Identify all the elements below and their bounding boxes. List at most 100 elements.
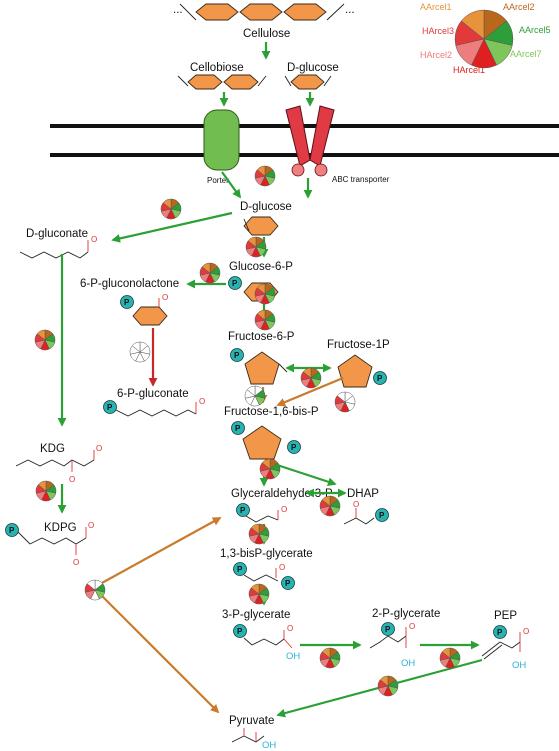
label-cellobiose: Cellobiose <box>190 62 244 74</box>
enzyme-pie-icon <box>84 579 106 601</box>
legend-label-harcel3: HArcel3 <box>422 26 454 36</box>
legend-label-aarcel7: AArcel7 <box>510 49 542 59</box>
3pg-structure: O OH <box>243 624 300 662</box>
dhap-structure: O <box>343 500 375 525</box>
arrow-porter-to-dglucose <box>221 171 242 199</box>
cellobiose-molecule <box>177 74 267 90</box>
phosphate-label: P <box>124 298 130 307</box>
phosphate-badge <box>281 576 295 590</box>
legend-label-aarcel5: AArcel5 <box>519 25 551 35</box>
phosphate-badge <box>236 503 250 517</box>
ellipsis-right: ... <box>345 4 355 16</box>
phosphate-badge <box>230 348 244 362</box>
phosphate-label: P <box>291 443 297 452</box>
label-fructose-6-p: Fructose-6-P <box>228 331 295 343</box>
label-1-3-bisp-glycerate: 1,3-bisP-glycerate <box>220 548 313 560</box>
phosphate-label: P <box>235 424 241 433</box>
phosphate-label: P <box>377 374 383 383</box>
phosphate-label: P <box>9 526 15 535</box>
enzyme-pie-icon <box>254 309 276 331</box>
phosphate-badge <box>373 371 387 385</box>
phosphate-label: P <box>285 579 291 588</box>
label-pep: PEP <box>494 610 517 622</box>
phosphate-label: P <box>232 279 238 288</box>
oxygen-label: O <box>353 500 359 509</box>
d-glucose-molecule <box>284 74 332 90</box>
phosphate-label: P <box>237 627 243 636</box>
phosphate-label: P <box>107 403 113 412</box>
glucose-hexagon <box>239 3 283 21</box>
phosphate-badge <box>120 295 134 309</box>
legend: AArcel1 AArcel2 AArcel5 AArcel7 HArcel1 … <box>420 2 551 75</box>
glucose-hexagon <box>243 216 279 236</box>
label-d-gluconate: D-gluconate <box>26 228 88 240</box>
phosphate-label: P <box>234 351 240 360</box>
phosphate-badge <box>228 276 242 290</box>
enzyme-pie-icon <box>160 198 182 220</box>
oxygen-label: O <box>88 521 94 530</box>
label-abc-transporter: ABC transporter <box>332 175 390 184</box>
label-6-p-gluconate: 6-P-gluconate <box>117 388 189 400</box>
enzyme-pie-icon <box>129 341 151 363</box>
phosphate-label: P <box>237 565 243 574</box>
2pg-structure: O OH <box>369 622 415 669</box>
label-3-p-glycerate: 3-P-glycerate <box>222 609 290 621</box>
fructose-pentagon <box>337 354 373 388</box>
oxygen-label: O <box>96 444 102 453</box>
oxygen-label: O <box>91 235 97 244</box>
g3p-structure: O <box>245 505 287 523</box>
ellipsis-left: ... <box>173 4 183 16</box>
oxygen-label: O <box>523 627 529 636</box>
legend-pie-chart <box>454 9 514 69</box>
fructose-pentagon <box>244 351 280 385</box>
enzyme-pie-icon <box>245 236 267 258</box>
oxygen-label: O <box>279 563 285 572</box>
fructose-pentagon <box>242 425 282 460</box>
phosphate-badge <box>375 508 389 522</box>
phosphate-badge <box>233 624 247 638</box>
label-kdg: KDG <box>40 443 65 455</box>
oxygen-label: O <box>281 505 287 514</box>
enzyme-pie-icon <box>35 480 57 502</box>
label-kdpg: KDPG <box>44 522 77 534</box>
arrow-kdpg-to-pyruvate <box>99 593 220 714</box>
porter-transporter <box>203 109 240 171</box>
arrow-dglucose-to-dgluconate <box>111 211 233 243</box>
enzyme-pie-icon <box>334 391 356 413</box>
hydroxyl-label: OH <box>262 740 276 751</box>
label-dhap: DHAP <box>347 488 379 500</box>
phosphate-label: P <box>385 625 391 634</box>
oxygen-label: O <box>199 397 205 406</box>
phosphate-label: P <box>379 511 385 520</box>
phosphate-label: P <box>497 628 503 637</box>
label-d-glucose: D-glucose <box>240 201 292 213</box>
enzyme-pies <box>34 165 461 697</box>
oxygen-label: O <box>162 293 168 302</box>
legend-label-aarcel2: AArcel2 <box>503 2 535 12</box>
lactone-hexagon <box>132 306 168 326</box>
phosphate-badge <box>103 400 117 414</box>
phosphate-badge <box>231 421 245 435</box>
label-pyruvate: Pyruvate <box>229 715 274 727</box>
abc-transporter <box>285 105 335 177</box>
enzyme-pie-icon <box>248 583 270 605</box>
label-2-p-glycerate: 2-P-glycerate <box>372 608 440 620</box>
label-d-glucose-top: D-glucose <box>287 62 339 74</box>
pgluconate-structure: O <box>115 397 205 417</box>
enzyme-pie-icon <box>439 647 461 669</box>
d-gluconate-structure: O <box>19 235 97 259</box>
label-glucose-6-p: Glucose-6-P <box>229 261 293 273</box>
oxygen-label: O <box>287 624 293 633</box>
legend-label-harcel1: HArcel1 <box>453 65 485 75</box>
label-cellulose: Cellulose <box>243 28 290 40</box>
enzyme-pie-icon <box>254 165 276 187</box>
legend-label-harcel2: HArcel2 <box>420 50 452 60</box>
enzyme-pie-icon <box>377 675 399 697</box>
enzyme-pie-icon <box>199 262 221 284</box>
cellulose-chain: ... ... Cellulose <box>173 3 355 40</box>
enzyme-pie-icon <box>34 329 56 351</box>
arrow-kdpg-to-g3p <box>99 517 222 585</box>
pep-structure: O OH <box>481 627 529 671</box>
hydroxyl-label: OH <box>512 660 526 671</box>
oxygen-label: O <box>409 622 415 631</box>
